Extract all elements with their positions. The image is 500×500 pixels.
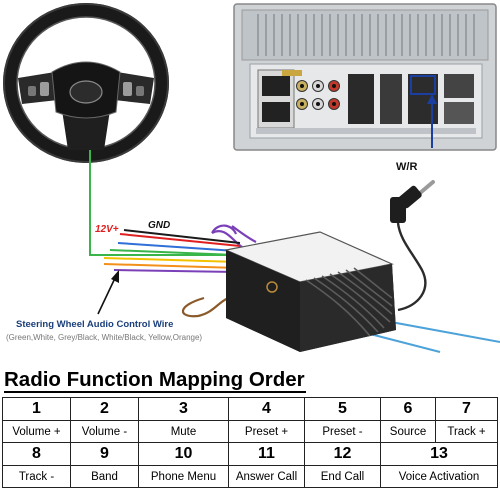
harness-title: Steering Wheel Audio Control Wire <box>16 319 173 330</box>
audio-jack-plug <box>390 180 435 312</box>
table-cell: Preset - <box>304 420 381 443</box>
table-cell: 3 <box>138 397 229 421</box>
table-cell: Volume - <box>70 420 139 443</box>
wiring-diagram: W/R 12V+ GND <box>3 3 500 353</box>
radio-head-unit-image <box>233 3 497 151</box>
table-cell: 9 <box>70 442 139 466</box>
table-row: Volume + Volume - Mute Preset + Preset -… <box>2 420 498 443</box>
jack-port-arrow <box>427 94 437 148</box>
table-cell: 4 <box>228 397 305 421</box>
table-cell: 5 <box>304 397 381 421</box>
table-cell: 1 <box>2 397 71 421</box>
table-cell: 11 <box>228 442 305 466</box>
table-cell: Phone Menu <box>138 465 229 488</box>
table-cell: Volume + <box>2 420 71 443</box>
table-cell: Track + <box>435 420 498 443</box>
table-row: 1 2 3 4 5 6 7 <box>2 397 498 421</box>
table-cell: Band <box>70 465 139 488</box>
table-cell: 10 <box>138 442 229 466</box>
table-cell: 7 <box>435 397 498 421</box>
steering-wire <box>89 150 232 256</box>
control-box-image <box>223 231 396 352</box>
wire-harness <box>103 224 500 353</box>
harness-arrow <box>97 270 119 315</box>
table-cell: Track - <box>2 465 71 488</box>
power-label: 12V+ <box>95 224 119 235</box>
function-mapping-table: 1 2 3 4 5 6 7 Volume + Volume - Mute Pre… <box>2 397 498 488</box>
ground-label: GND <box>148 220 170 231</box>
table-cell: 2 <box>70 397 139 421</box>
table-cell: Source <box>380 420 436 443</box>
table-cell: Mute <box>138 420 229 443</box>
table-cell: 6 <box>380 397 436 421</box>
table-row: 8 9 10 11 12 13 <box>2 442 498 466</box>
table-cell: 13 <box>380 442 498 466</box>
harness-colors: (Green,White, Grey/Black, White/Black, Y… <box>6 333 202 342</box>
jack-label: W/R <box>396 161 417 173</box>
steering-wheel-image <box>3 3 169 163</box>
table-row: Track - Band Phone Menu Answer Call End … <box>2 465 498 488</box>
mapping-title: Radio Function Mapping Order <box>4 368 306 393</box>
table-cell: End Call <box>304 465 381 488</box>
table-cell: Preset + <box>228 420 305 443</box>
table-cell: 12 <box>304 442 381 466</box>
table-cell: Answer Call <box>228 465 305 488</box>
table-cell: 8 <box>2 442 71 466</box>
table-cell: Voice Activation <box>380 465 498 488</box>
